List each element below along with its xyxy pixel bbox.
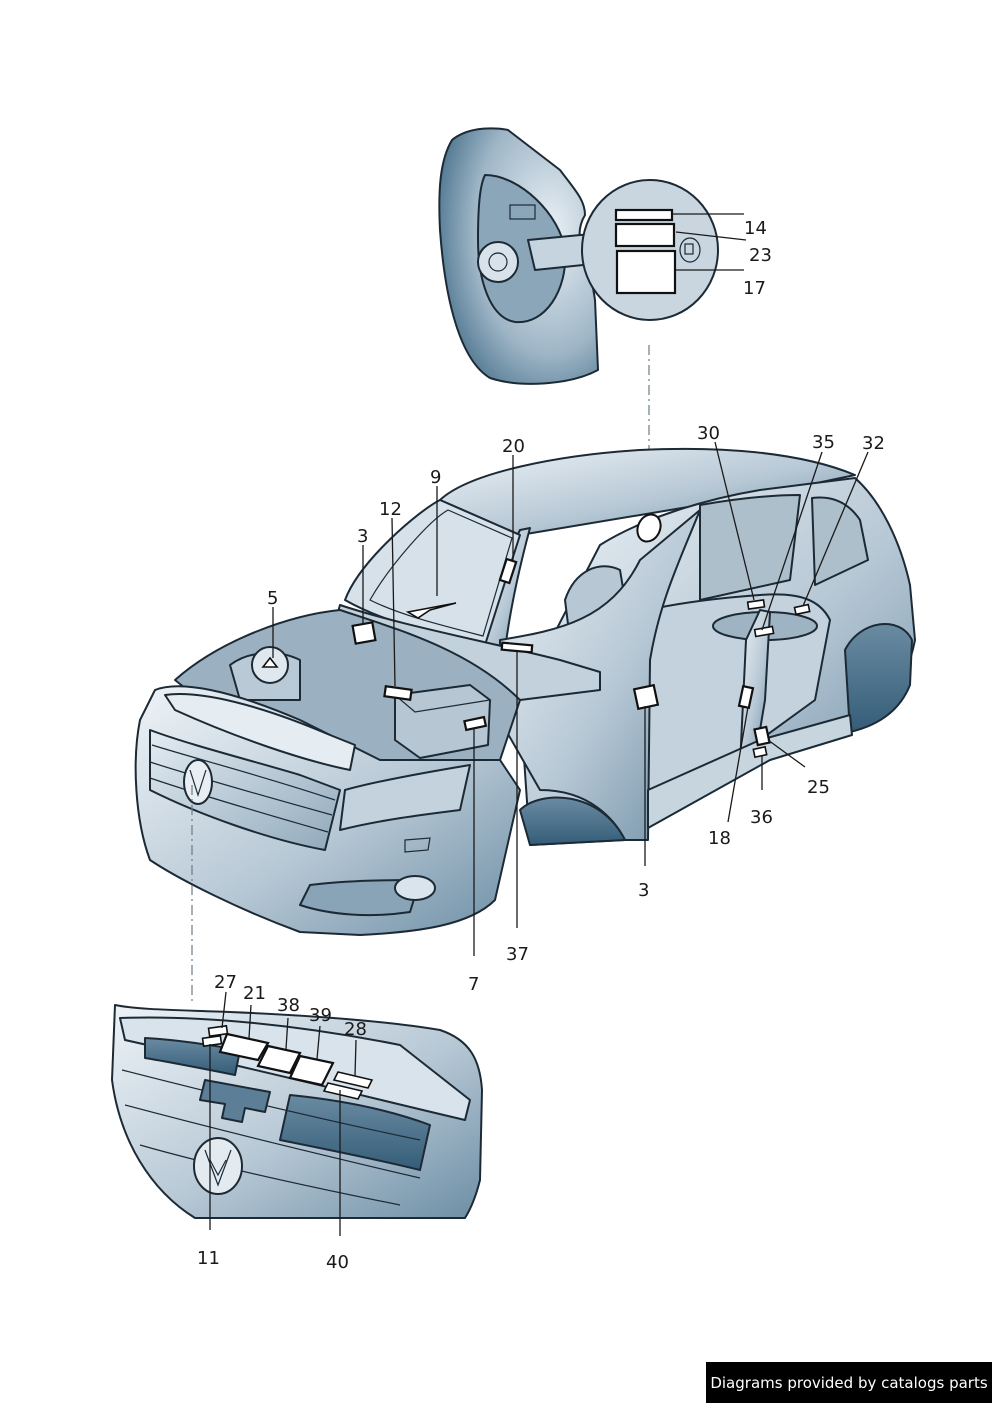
roof-panel [439, 447, 856, 536]
label-21 [218, 1032, 270, 1062]
callout-14: 14 [744, 218, 767, 239]
rear-door-opening [699, 494, 801, 601]
label-32 [793, 603, 811, 616]
label-5 [261, 656, 279, 668]
callout-23: 23 [749, 245, 772, 266]
label-14 [614, 208, 674, 222]
label-27 [207, 1024, 229, 1038]
label-25 [753, 725, 771, 747]
fuel-flap-marker [636, 513, 662, 543]
callout-39: 39 [309, 1005, 332, 1026]
callout-25: 25 [807, 777, 830, 798]
callout-28: 28 [344, 1019, 367, 1040]
callout-36: 36 [750, 807, 773, 828]
callout-9: 9 [430, 467, 441, 488]
front-wheel-arch [519, 796, 626, 846]
vw-logo [183, 759, 213, 805]
callout-30: 30 [697, 423, 720, 444]
grille-emblem-mount [199, 1079, 271, 1123]
callout-18: 18 [708, 828, 731, 849]
label-28 [332, 1071, 374, 1089]
label-17 [615, 249, 677, 295]
callout-35: 35 [812, 432, 835, 453]
fog-light [394, 875, 436, 901]
label-3-front [351, 621, 377, 645]
headlight [339, 764, 471, 831]
car-labels [261, 513, 811, 759]
label-37 [500, 641, 534, 654]
label-30 [746, 599, 766, 610]
label-39 [288, 1054, 335, 1087]
windshield-opening [369, 509, 513, 637]
label-35 [753, 625, 775, 638]
grille-detail-slot-upper [144, 1037, 241, 1076]
callout-7: 7 [468, 974, 479, 995]
callout-12: 12 [379, 499, 402, 520]
car-callouts: 20 30 35 32 9 12 3 5 25 36 18 3 37 7 [267, 423, 885, 995]
label-20 [498, 557, 518, 585]
car-body [134, 447, 916, 936]
rear-wheel-arch [844, 623, 913, 733]
callout-32: 32 [862, 433, 885, 454]
callout-5: 5 [267, 588, 278, 609]
grille-detail-bar3 [139, 1144, 401, 1206]
label-23 [614, 222, 676, 248]
label-3-door [632, 683, 660, 711]
label-36 [752, 745, 768, 759]
callout-17: 17 [743, 278, 766, 299]
grille-slats [149, 744, 336, 833]
callout-37: 37 [506, 944, 529, 965]
label-7 [463, 715, 488, 732]
label-40 [322, 1082, 364, 1100]
callout-3-door: 3 [638, 880, 649, 901]
footer-credit: Diagrams provided by catalogs parts [706, 1362, 992, 1403]
fuel-neck-recess [477, 174, 567, 324]
callout-38: 38 [277, 995, 300, 1016]
quarter-window-opening [811, 496, 869, 586]
grille-detail-bar2 [124, 1104, 421, 1179]
fuel-flap-detail: 14 23 17 [438, 127, 772, 385]
lower-intake [299, 879, 421, 917]
fuel-cap [477, 241, 519, 283]
label-18 [737, 684, 755, 710]
hood-lip [164, 693, 356, 771]
label-12 [383, 684, 413, 702]
callout-3-front: 3 [357, 526, 368, 547]
label-9 [405, 602, 457, 619]
label-11 [201, 1034, 223, 1048]
grille-detail: 27 21 38 39 28 11 40 [111, 972, 483, 1273]
label-38 [256, 1044, 302, 1075]
callout-11: 11 [197, 1248, 220, 1269]
callout-21: 21 [243, 983, 266, 1004]
callout-27: 27 [214, 972, 237, 993]
callout-20: 20 [502, 436, 525, 457]
callout-40: 40 [326, 1252, 349, 1273]
